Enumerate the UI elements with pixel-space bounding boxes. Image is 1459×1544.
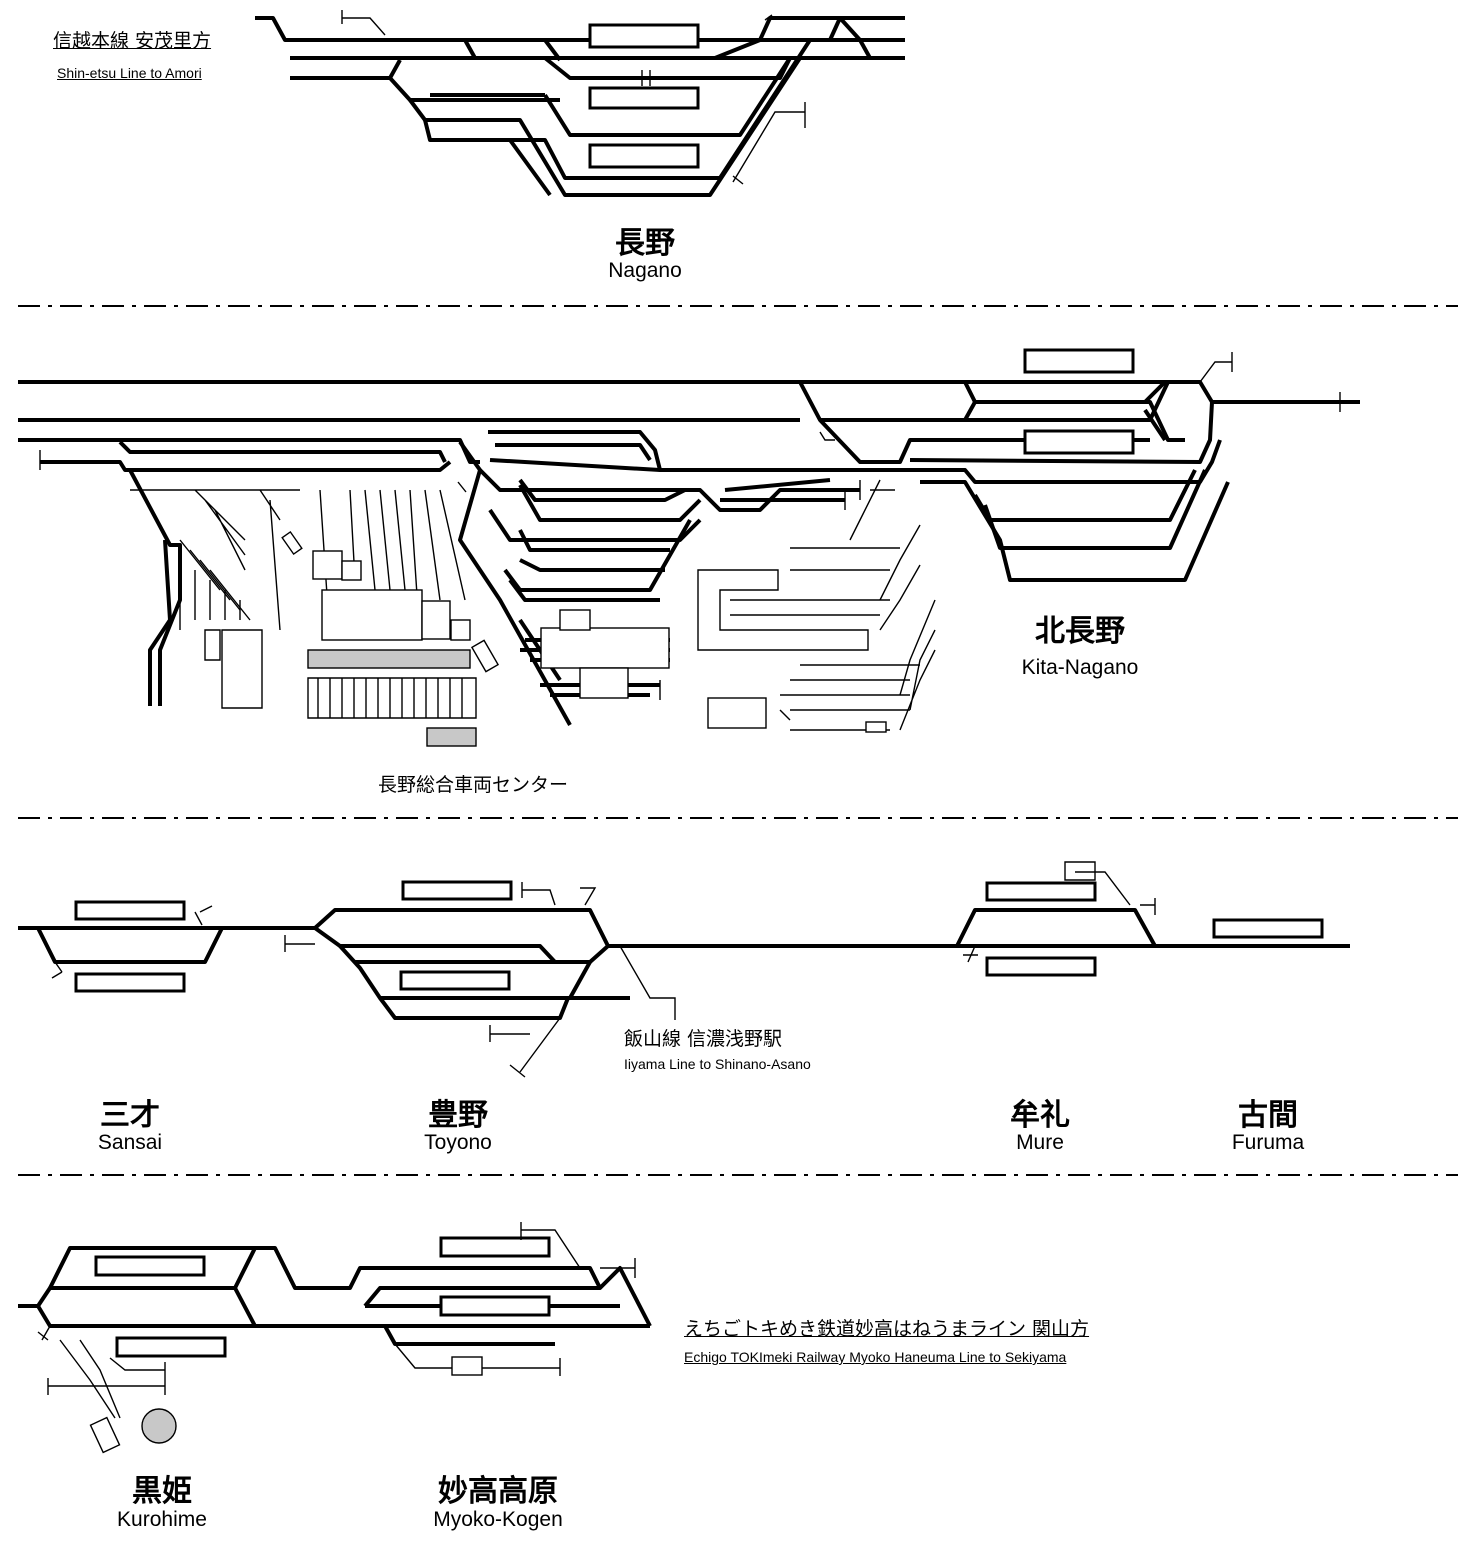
station-name-myokokogen-en: Myoko-Kogen bbox=[433, 1508, 563, 1531]
station-name-mure-en: Mure bbox=[1016, 1131, 1064, 1154]
bottom-section-tracks bbox=[18, 1222, 652, 1454]
middle-section-tracks bbox=[18, 861, 1350, 1078]
station-name-furuma-en: Furuma bbox=[1231, 1131, 1305, 1154]
shinetsu-line-label-en: Shin-etsu Line to Amori bbox=[57, 65, 202, 81]
shinetsu-line-label-ja: 信越本線 安茂里方 bbox=[53, 30, 212, 52]
station-name-furuma-ja: 古間 bbox=[1238, 1098, 1298, 1133]
station-name-sansai-en: Sansai bbox=[97, 1131, 163, 1154]
depot-label: 長野総合車両センター bbox=[378, 774, 569, 796]
station-name-kurohime-ja: 黒姫 bbox=[132, 1474, 192, 1509]
echigo-line-label-en: Echigo TOKImeki Railway Myoko Haneuma Li… bbox=[684, 1349, 1067, 1365]
station-name-mure-ja: 牟礼 bbox=[1010, 1098, 1070, 1133]
station-name-myokokogen-ja: 妙高高原 bbox=[438, 1474, 558, 1509]
iiyama-line-label-ja: 飯山線 信濃浅野駅 bbox=[624, 1028, 783, 1050]
station-name-toyono-ja: 豊野 bbox=[428, 1098, 488, 1133]
echigo-line-label-ja: えちごトキめき鉄道妙高はねうまライン 関山方 bbox=[684, 1318, 1090, 1340]
station-name-kitanagano-ja: 北長野 bbox=[1035, 614, 1125, 649]
station-name-kurohime-en: Kurohime bbox=[117, 1508, 207, 1531]
station-name-kitanagano-en: Kita-Nagano bbox=[1021, 656, 1139, 679]
station-name-nagano-ja: 長野 bbox=[615, 226, 675, 261]
station-name-nagano-en: Nagano bbox=[608, 259, 682, 282]
nagano-station-tracks bbox=[255, 10, 905, 197]
iiyama-line-label-en: Iiyama Line to Shinano-Asano bbox=[624, 1056, 811, 1072]
kitanagano-depot-tracks bbox=[18, 348, 1360, 747]
station-name-toyono-en: Toyono bbox=[424, 1131, 492, 1154]
station-name-sansai-ja: 三才 bbox=[100, 1098, 160, 1133]
